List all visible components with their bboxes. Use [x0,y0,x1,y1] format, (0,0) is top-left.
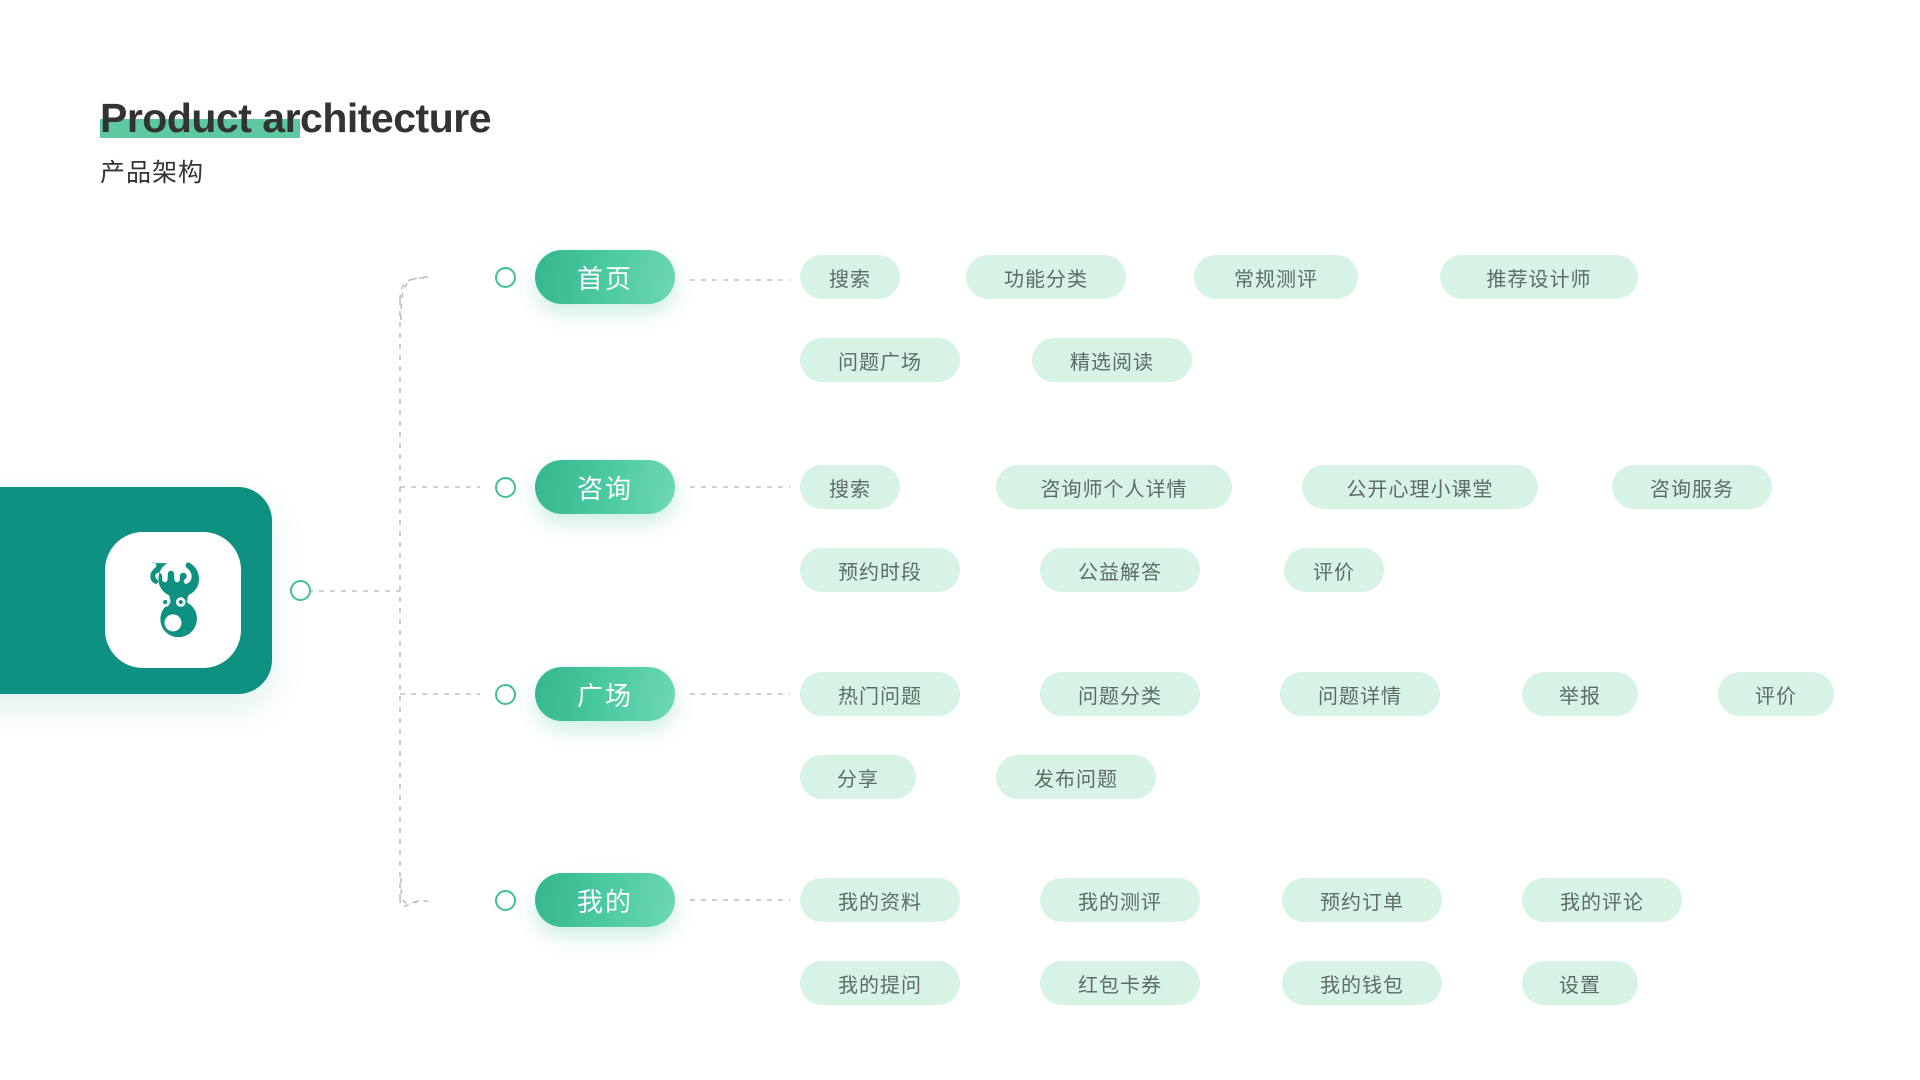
branch-pill-4[interactable]: 我的 [535,873,675,927]
leaf-node[interactable]: 推荐设计师 [1440,255,1638,299]
deer-head-icon [150,562,200,638]
wire-curve-branch-4 [400,877,431,904]
leaf-node[interactable]: 评价 [1718,672,1834,716]
leaf-node[interactable]: 评价 [1284,548,1384,592]
page-title: Product architecture [100,95,492,141]
brand-logo-card [0,487,272,694]
leaf-node[interactable]: 咨询师个人详情 [996,465,1232,509]
leaf-node[interactable]: 发布问题 [996,755,1156,799]
branch-node-dot-1[interactable] [495,267,516,288]
leaf-node[interactable]: 预约时段 [800,548,960,592]
leaf-node[interactable]: 我的评论 [1522,878,1682,922]
leaf-node[interactable]: 设置 [1522,961,1638,1005]
app-icon-tile [105,532,241,668]
leaf-node[interactable]: 问题详情 [1280,672,1440,716]
branch-pill-1[interactable]: 首页 [535,250,675,304]
leaf-node[interactable]: 问题分类 [1040,672,1200,716]
page-subtitle: 产品架构 [100,159,205,188]
leaf-node[interactable]: 预约订单 [1282,878,1442,922]
leaf-node[interactable]: 问题广场 [800,338,960,382]
leaf-node[interactable]: 搜索 [800,255,900,299]
leaf-node[interactable]: 搜索 [800,465,900,509]
root-node-dot[interactable] [290,580,311,601]
leaf-node[interactable]: 我的资料 [800,878,960,922]
branch-node-dot-2[interactable] [495,477,516,498]
leaf-node[interactable]: 分享 [800,755,916,799]
leaf-node[interactable]: 咨询服务 [1612,465,1772,509]
leaf-node[interactable]: 我的提问 [800,961,960,1005]
wire-branch-4 [399,897,426,908]
leaf-node[interactable]: 精选阅读 [1032,338,1192,382]
leaf-node[interactable]: 功能分类 [966,255,1126,299]
leaf-node[interactable]: 我的钱包 [1282,961,1442,1005]
page-header: Product architecture 产品架构 [100,95,492,189]
branch-node-dot-4[interactable] [495,890,516,911]
wire-branch-1 [399,277,426,301]
leaf-node[interactable]: 公益解答 [1040,548,1200,592]
leaf-node[interactable]: 举报 [1522,672,1638,716]
leaf-node[interactable]: 公开心理小课堂 [1302,465,1538,509]
leaf-node[interactable]: 热门问题 [800,672,960,716]
leaf-node[interactable]: 我的测评 [1040,878,1200,922]
title-highlight-bar [100,119,300,139]
page-title-wrap: Product architecture [100,95,492,142]
wire-curve-branch-1 [400,276,431,321]
branch-pill-2[interactable]: 咨询 [535,460,675,514]
branch-node-dot-3[interactable] [495,684,516,705]
branch-pill-3[interactable]: 广场 [535,667,675,721]
wire-curve-top [368,277,400,300]
leaf-node[interactable]: 常规测评 [1194,255,1358,299]
leaf-node[interactable]: 红包卡券 [1040,961,1200,1005]
